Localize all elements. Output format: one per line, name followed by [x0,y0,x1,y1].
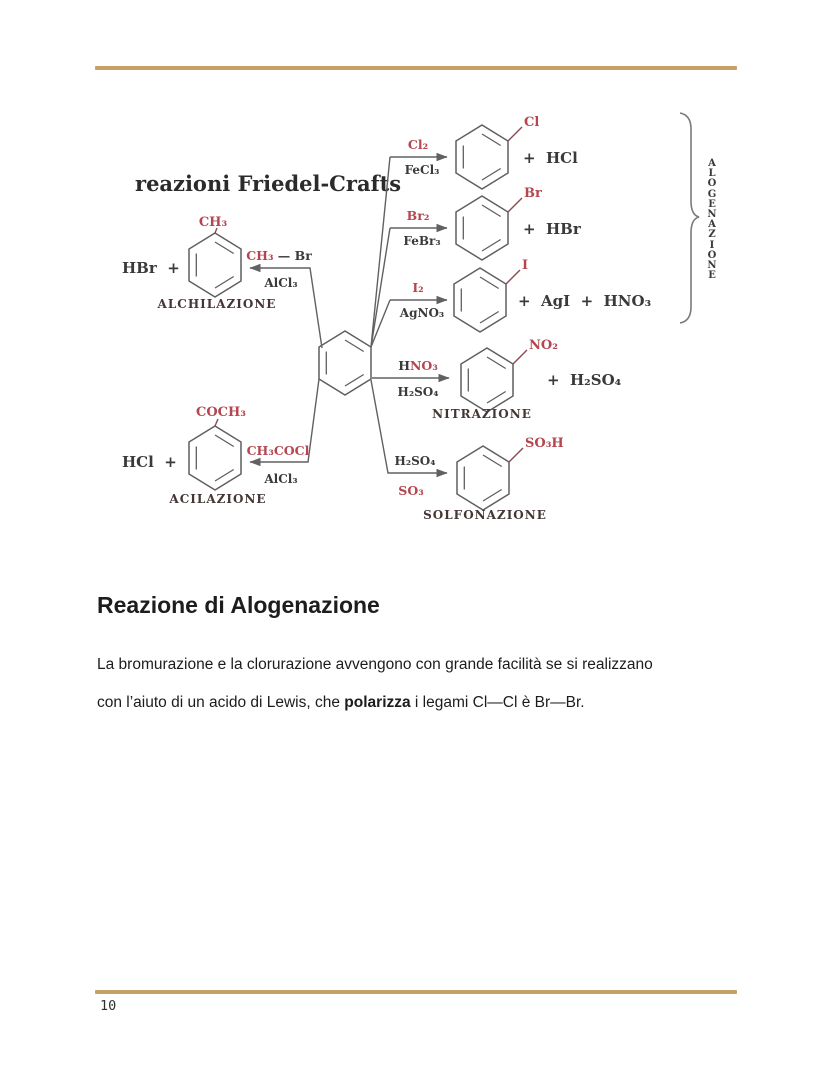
connector-line-iodo [370,299,391,348]
benzene-ring-chlorobenzene [455,124,509,190]
acetyl-substituent-label: COCH₃ [196,405,246,420]
paragraph-line2-pre: con l’aiuto di un acido di Lewis, che [97,694,345,711]
acylation-reagent-label: CH₃COCl [247,443,310,458]
benzene-ring-toluene [188,232,242,298]
section-heading: Reazione di Alogenazione [97,592,380,618]
chloro-substituent-label: Cl [524,115,539,130]
alkylation-reagent-br: — Br [273,248,312,263]
nitration-catalyst-label: H₂SO₄ [398,385,439,399]
reaction-scheme-svg: reazioni Friedel-Crafts Cl₂ FeCl₃ Cl + H… [122,112,700,522]
acylation-catalyst-label: AlCl₃ [263,472,297,486]
alkylation-reagent-ch3: CH₃ [246,248,273,263]
halogenation-brace [679,112,700,324]
alkylation-byproduct-label: HBr + [122,259,180,277]
paragraph-line1: La bromurazione e la clorurazione avveng… [97,656,653,673]
page-number: 10 [100,998,117,1014]
sulfo-substituent-label: SO₃H [525,436,564,451]
sulfonation-reaction-label: SOLFONAZIONE [423,508,547,522]
bond-nitro-substituent [512,349,528,365]
benzene-ring-iodobenzene [453,267,507,333]
benzene-ring-benzenesulfonic [456,445,510,511]
reaction-scheme-figure: reazioni Friedel-Crafts Cl₂ FeCl₃ Cl + H… [95,95,740,540]
nitration-products-label: + H₂SO₄ [547,371,622,389]
benzene-ring-acetophenone [188,425,242,491]
top-border-rule [95,66,737,70]
alkylation-reagent-label: CH₃ — Br [246,248,312,263]
iodo-substituent-label: I [522,258,528,273]
nitration-reaction-label: NITRAZIONE [432,407,532,421]
iodination-reagent-label: I₂ [412,280,423,295]
iodination-catalyst-label: AgNO₃ [399,306,444,320]
nitration-reagent-no3: NO₃ [410,358,438,373]
bond-iodo-substituent [505,269,521,285]
paragraph-bold-word: polarizza [344,694,411,711]
bromination-products-label: + HBr [523,220,582,238]
chlorination-products-label: + HCl [523,149,578,167]
benzene-ring-central [318,330,372,396]
bottom-border-rule [95,990,737,994]
alkylation-catalyst-label: AlCl₃ [263,276,297,290]
paragraph-line2-post: i legami Cl—Cl è Br—Br. [410,694,585,711]
bond-bromo-substituent [507,197,523,213]
bond-sulfo-substituent [508,447,524,463]
nitration-reagent-h: H [398,358,410,373]
figure-title: reazioni Friedel-Crafts [135,171,401,196]
bromination-catalyst-label: FeBr₃ [403,234,440,248]
connector-line-chloro [370,156,391,348]
acylation-reaction-label: ACILAZIONE [168,492,266,506]
nitro-substituent-label: NO₂ [529,338,558,353]
sulfonation-promoter-label: SO₃ [398,483,423,498]
bromination-reagent-label: Br₂ [407,208,430,223]
arrow-alkylation [249,263,323,349]
bond-chloro-substituent [507,126,523,142]
arrow-acylation [249,378,320,467]
iodination-products-label: + AgI + HNO₃ [518,292,651,310]
arrow-sulfonation [370,379,448,478]
bond-acetyl-substituent [214,418,219,427]
sulfonation-reagent-label: H₂SO₄ [395,454,436,468]
benzene-ring-bromobenzene [455,195,509,261]
bromo-substituent-label: Br [524,186,542,201]
body-paragraph: La bromurazione e la clorurazione avveng… [97,646,747,722]
chlorination-reagent-label: Cl₂ [408,137,428,152]
benzene-ring-nitrobenzene [460,347,514,413]
chlorination-catalyst-label: FeCl₃ [405,163,440,177]
alkylation-reaction-label: ALCHILAZIONE [157,297,277,311]
nitration-reagent-label: HNO₃ [398,358,438,373]
bond-methyl-substituent [214,227,218,234]
connector-line-bromo [370,227,391,348]
acylation-byproduct-label: HCl + [122,453,177,471]
methyl-substituent-label: CH₃ [199,215,228,230]
